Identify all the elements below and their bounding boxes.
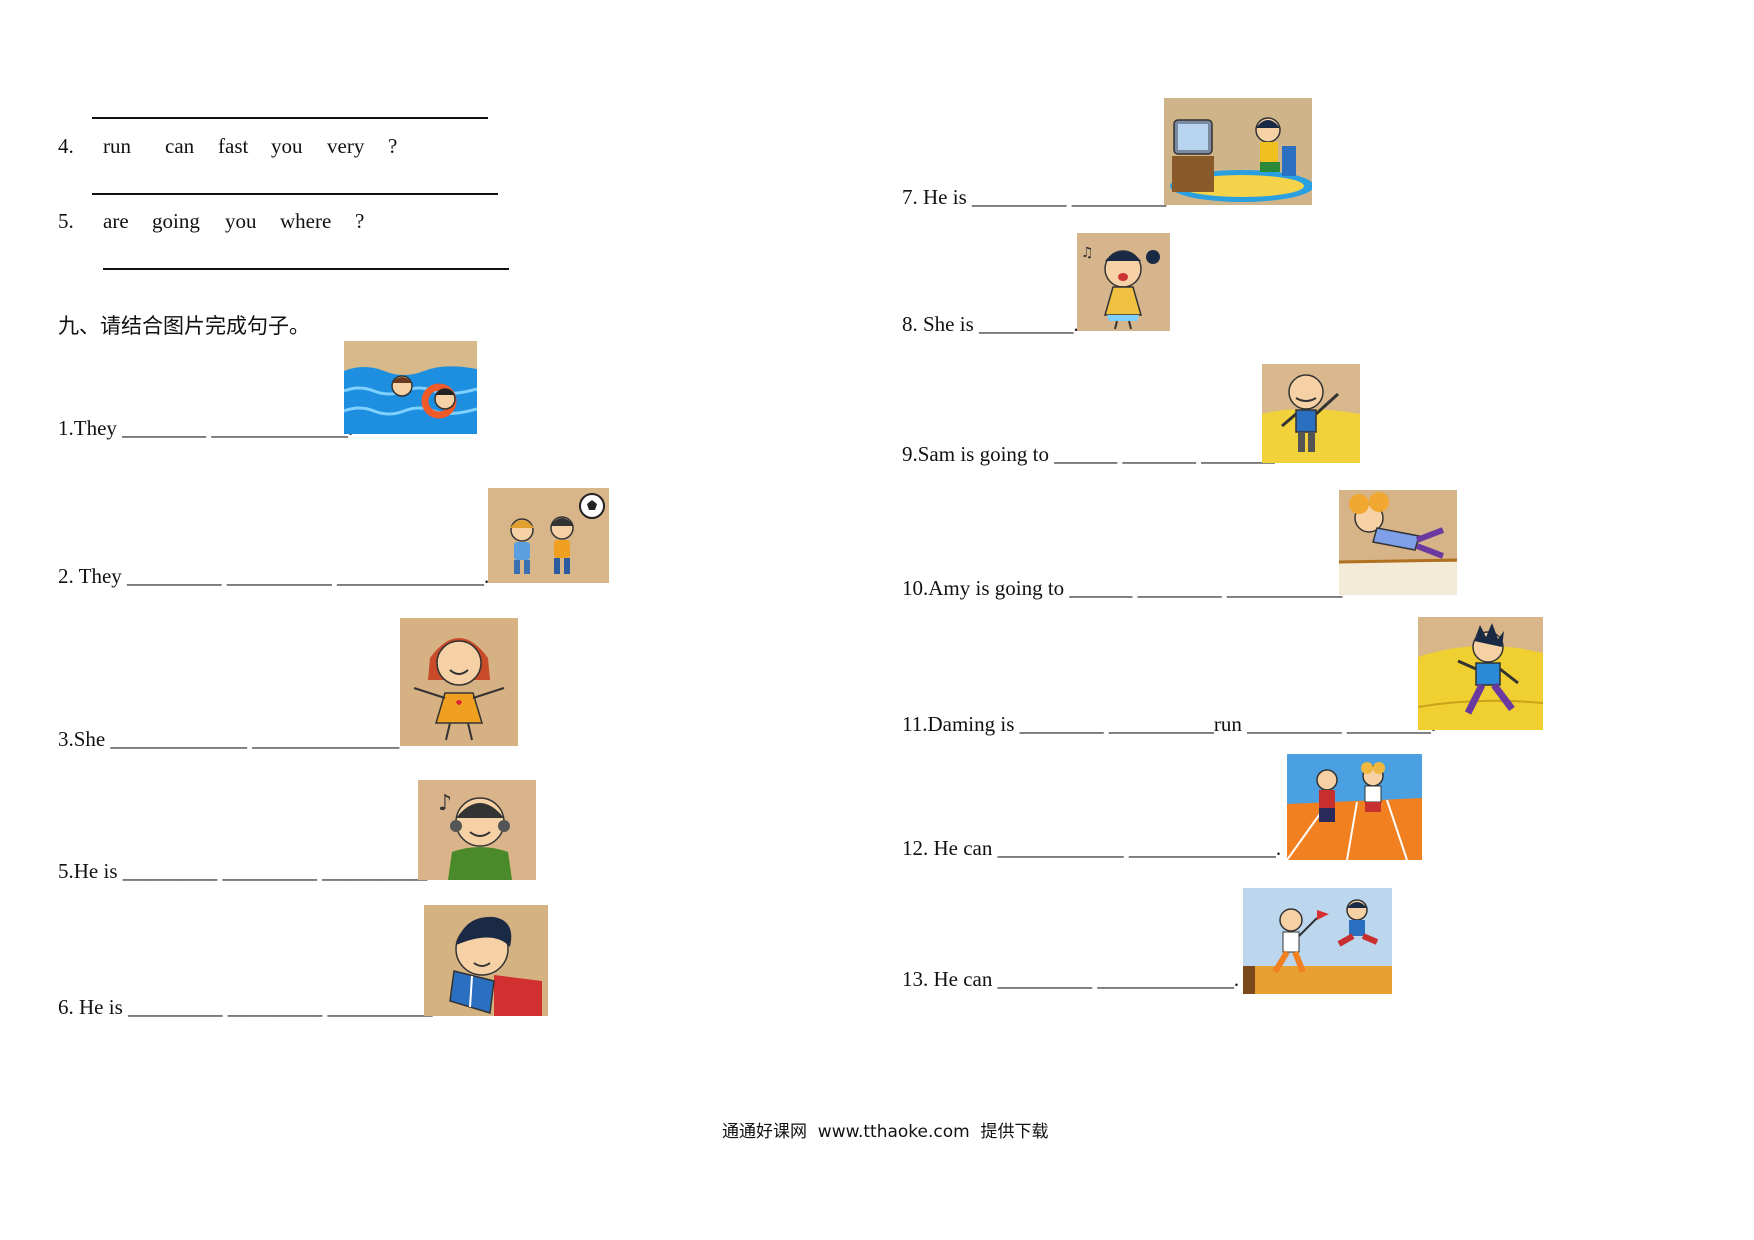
- q4-word: very: [327, 134, 365, 158]
- exercise-item-10: 10.Amy is going to ______ ________ _____…: [902, 576, 1348, 600]
- children-swimming-picture: [344, 341, 477, 434]
- boy-running-picture: [1418, 617, 1543, 730]
- q5-word: you: [225, 209, 257, 233]
- section9-heading: 九、请结合图片完成句子。: [58, 314, 310, 338]
- exercise-item-13: 13. He can _________ _____________.: [902, 967, 1240, 991]
- answer-line-q5: [103, 268, 509, 270]
- boy-long-jump-picture: [1243, 888, 1392, 994]
- answer-line-q3: [92, 117, 488, 119]
- girl-dancing-picture: [400, 618, 518, 746]
- svg-text:♪: ♪: [438, 791, 452, 816]
- q5-word: ?: [355, 209, 365, 233]
- q4-word: run: [103, 134, 131, 158]
- q4-word: you: [271, 134, 303, 158]
- svg-text:♫: ♫: [1081, 245, 1094, 261]
- girl-singing-picture: ♫: [1077, 233, 1170, 331]
- exercise-item-5: 5.He is _________ _________ __________.: [58, 859, 433, 883]
- exercise-item-1: 1.They ________ _____________.: [58, 416, 354, 440]
- exercise-item-9: 9.Sam is going to ______ _______ _______…: [902, 442, 1281, 466]
- exercise-item-11: 11.Daming is ________ __________run ____…: [902, 712, 1437, 736]
- boy-watching-tv-picture: [1164, 98, 1312, 205]
- footer-credit: 通通好课网 www.tthaoke.com 提供下载: [722, 1122, 1049, 1142]
- exercise-item-7: 7. He is _________ _________.: [902, 185, 1172, 209]
- q5-number: 5.: [58, 209, 74, 233]
- q4-word: ?: [388, 134, 398, 158]
- exercise-item-2: 2. They _________ __________ ___________…: [58, 564, 490, 588]
- exercise-item-6: 6. He is _________ _________ __________.: [58, 995, 438, 1019]
- girl-high-jump-picture: [1339, 490, 1457, 595]
- q4-word: can: [165, 134, 195, 158]
- exercise-item-12: 12. He can ____________ ______________.: [902, 836, 1282, 860]
- boy-listening-to-music-picture: ♪: [418, 780, 536, 880]
- exercise-item-8: 8. She is _________.: [902, 312, 1079, 336]
- q4-number: 4.: [58, 134, 74, 158]
- children-playing-football-picture: [488, 488, 609, 583]
- children-running-race-picture: [1287, 754, 1422, 860]
- q5-word: are: [103, 209, 129, 233]
- q4-word: fast: [218, 134, 249, 158]
- q5-word: where: [280, 209, 332, 233]
- q5-word: going: [152, 209, 200, 233]
- boy-jumping-picture: [1262, 364, 1360, 463]
- exercise-item-3: 3.She _____________ ______________.: [58, 727, 405, 751]
- boy-reading-book-picture: [424, 905, 548, 1016]
- answer-line-q4: [92, 193, 498, 195]
